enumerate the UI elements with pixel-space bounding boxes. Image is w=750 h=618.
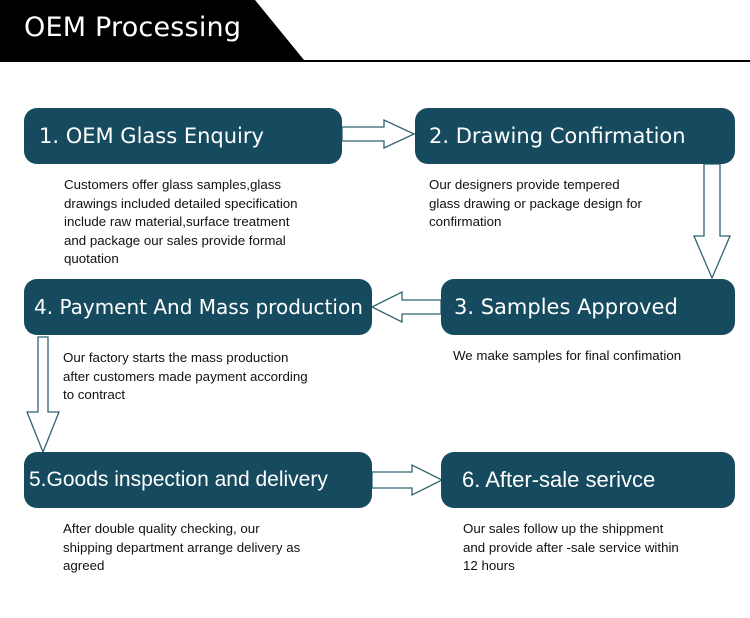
step-3-box: 3. Samples Approved <box>441 279 735 335</box>
step-1-label: 1. OEM Glass Enquiry <box>39 124 264 148</box>
step-1-description: Customers offer glass samples,glass draw… <box>64 177 298 267</box>
step-5-label: 5.Goods inspection and delivery <box>29 468 328 491</box>
arrow-step1-to-step2 <box>341 118 416 150</box>
step-6-description: Our sales follow up the shippment and pr… <box>463 521 679 574</box>
step-4-box: 4. Payment And Mass production <box>24 279 372 335</box>
header-divider <box>0 60 750 62</box>
page-title: OEM Processing <box>24 12 242 43</box>
step-3-label: 3. Samples Approved <box>454 295 678 319</box>
step-6-box: 6. After-sale serivce <box>441 452 735 508</box>
step-5-description: After double quality checking, our shipp… <box>63 521 301 574</box>
step-4-description: Our factory starts the mass production a… <box>63 350 308 403</box>
step-2-label: 2. Drawing Confirmation <box>429 124 686 148</box>
arrow-step2-to-step3 <box>693 163 731 280</box>
step-6-label: 6. After-sale serivce <box>462 467 656 492</box>
arrow-step3-to-step4 <box>370 290 442 324</box>
arrow-step5-to-step6 <box>371 463 444 497</box>
arrow-step4-to-step5 <box>26 336 60 454</box>
header-tab <box>0 0 304 60</box>
step-2-box: 2. Drawing Confirmation <box>415 108 735 164</box>
step-5-box: 5.Goods inspection and delivery <box>24 452 372 508</box>
step-1-box: 1. OEM Glass Enquiry <box>24 108 342 164</box>
step-3-description: We make samples for final confimation <box>453 348 682 363</box>
step-4-label: 4. Payment And Mass production <box>34 295 363 319</box>
step-2-description: Our designers provide tempered glass dra… <box>429 177 642 230</box>
